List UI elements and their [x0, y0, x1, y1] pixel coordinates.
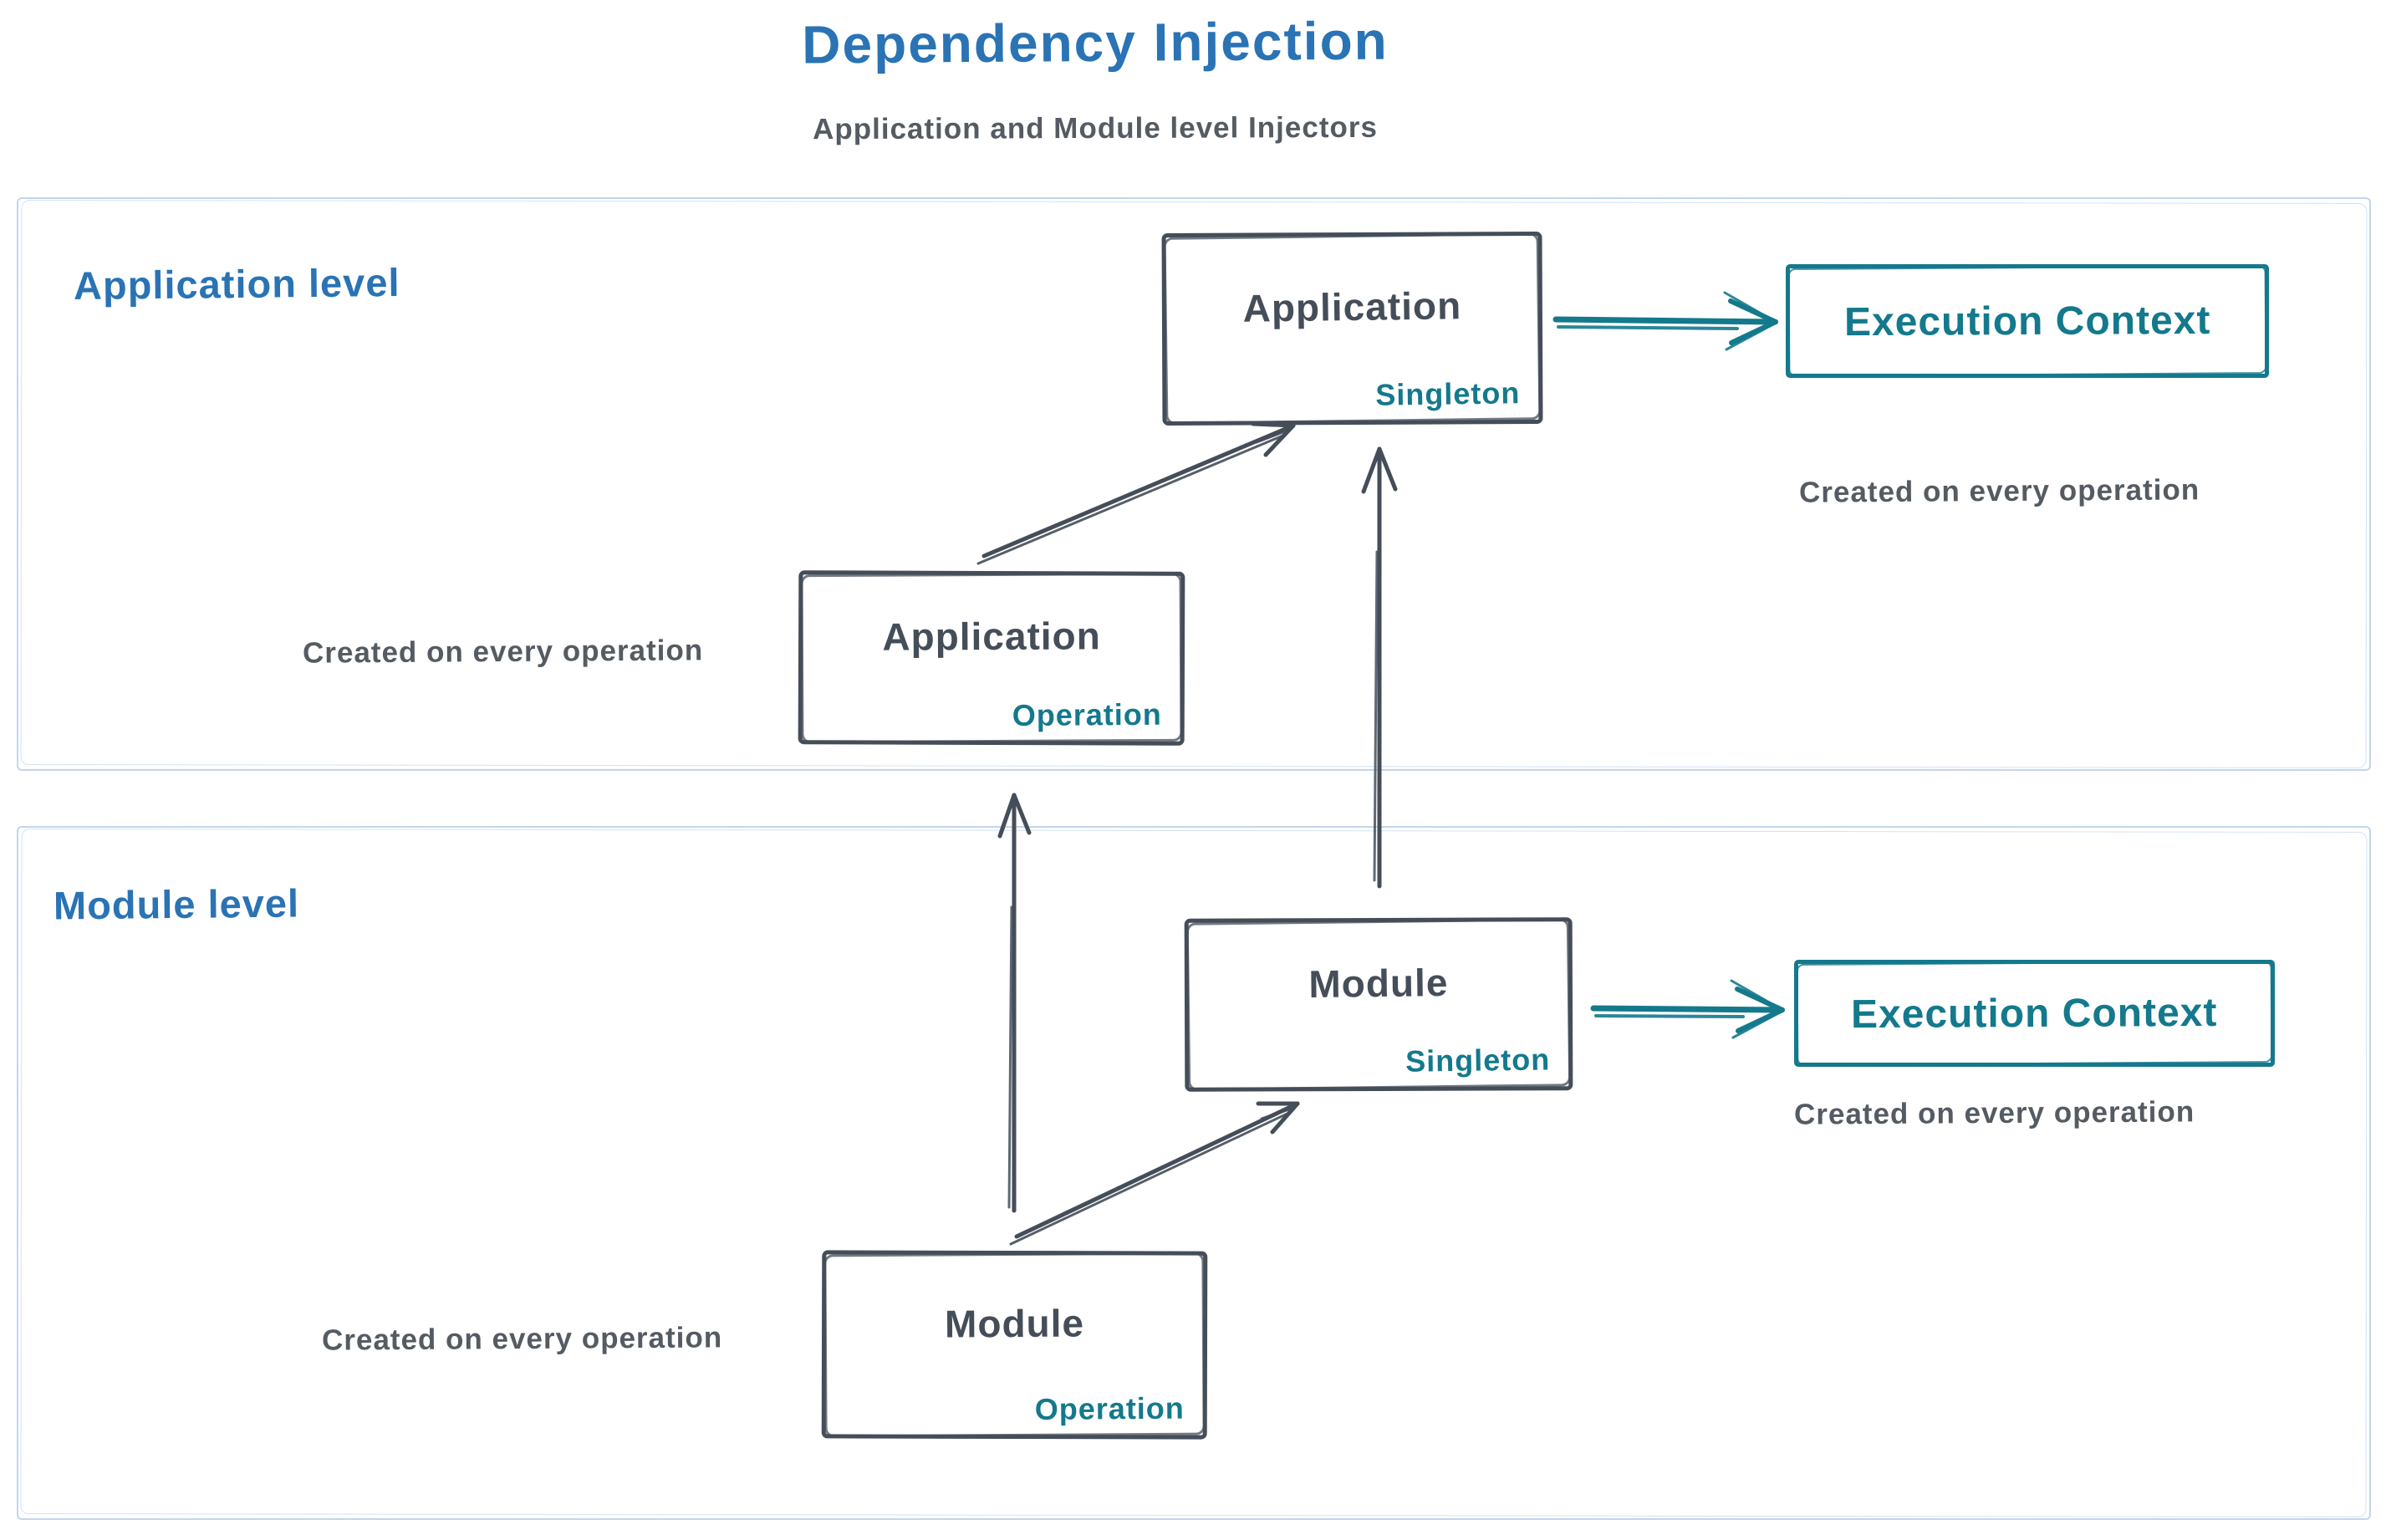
app-singleton-scope: Singleton: [1375, 375, 1521, 412]
execution-context-module-box: Execution Context: [1794, 960, 2275, 1067]
caption-module-operation: Created on every operation: [321, 1321, 723, 1357]
app-operation-title: Application: [882, 614, 1101, 659]
caption-app-operation: Created on every operation: [302, 634, 704, 670]
app-singleton-title: Application: [1242, 283, 1462, 330]
arrow-app-operation-to-app-singleton: [976, 421, 1296, 565]
arrow-module-operation-to-app-operation: [997, 793, 1032, 1213]
app-operation-box: Application Operation: [798, 570, 1185, 746]
app-singleton-box: Application Singleton: [1161, 232, 1543, 426]
application-level-panel: [17, 197, 2371, 771]
app-operation-scope: Operation: [1012, 696, 1162, 733]
arrow-module-singleton-to-app-singleton: [1361, 446, 1398, 889]
arrow-module-singleton-to-execution-context: [1590, 979, 1785, 1039]
execution-context-app-box: Execution Context: [1786, 264, 2269, 378]
caption-execution-context-module: Created on every operation: [1793, 1095, 2195, 1131]
execution-context-module-label: Execution Context: [1851, 990, 2218, 1037]
module-operation-box: Module Operation: [821, 1250, 1208, 1440]
module-level-panel: [17, 826, 2371, 1520]
caption-execution-context-app: Created on every operation: [1798, 473, 2200, 509]
module-singleton-box: Module Singleton: [1184, 917, 1573, 1092]
execution-context-app-label: Execution Context: [1843, 298, 2211, 344]
module-operation-scope: Operation: [1034, 1390, 1185, 1427]
module-singleton-scope: Singleton: [1405, 1042, 1551, 1079]
arrow-module-operation-to-module-singleton: [1009, 1101, 1300, 1246]
module-singleton-title: Module: [1308, 960, 1449, 1006]
arrow-app-singleton-to-execution-context: [1552, 291, 1778, 351]
module-operation-title: Module: [944, 1300, 1085, 1346]
